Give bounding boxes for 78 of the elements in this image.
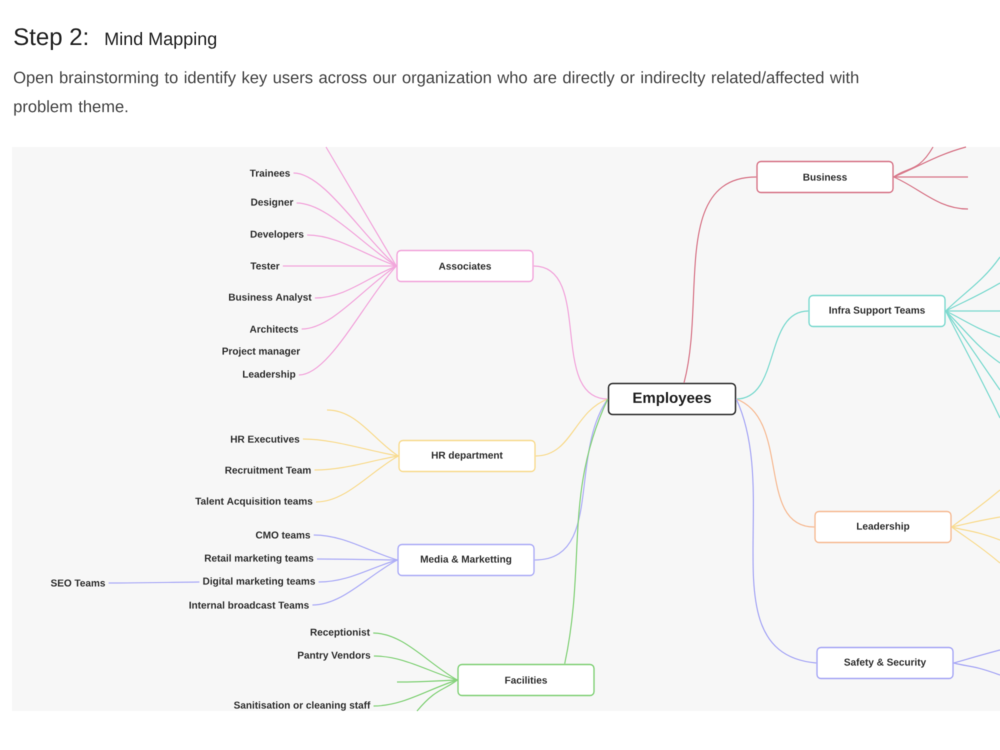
branch-line [374, 679, 458, 707]
leaf-label: Internal broadcast Teams [189, 601, 309, 609]
branch-line [298, 266, 397, 376]
leaf-label: Trainees [250, 169, 290, 177]
leaf-label: Developers [250, 230, 304, 240]
leaf-label: CMO teams [256, 531, 310, 539]
leaf-label: Retail marketing teams [204, 554, 314, 564]
branch-line [326, 409, 399, 456]
branch-line [307, 234, 397, 267]
branch-line [293, 172, 397, 266]
branch-line [945, 256, 1000, 312]
branch-line [893, 146, 966, 178]
branch-line [951, 490, 1000, 528]
topic-box: Business [756, 160, 894, 194]
leaf-label: Leadership [243, 370, 296, 380]
branch-line [951, 526, 1000, 564]
branch-line [314, 455, 398, 471]
leaf-label: Receptionist [310, 628, 370, 638]
branch-line [325, 146, 397, 266]
branch-line [945, 310, 1000, 418]
branch-line [945, 282, 1000, 312]
branch-line [282, 265, 396, 267]
branch-line [302, 266, 397, 330]
topic-box: Safety & Security [816, 646, 954, 680]
topic-box: HR department [398, 440, 536, 472]
leaf-label: Designer [251, 198, 294, 208]
branch-line [683, 176, 756, 383]
branch-line [397, 679, 458, 683]
branch-line [314, 265, 397, 299]
branch-line [736, 398, 814, 528]
branch-line [316, 456, 399, 503]
topic-box: Associates [396, 250, 534, 282]
leaf-label: Digital marketing teams [203, 577, 315, 587]
branch-line [416, 680, 458, 712]
branch-line [536, 398, 608, 457]
leaf-label: Business Analyst [229, 293, 312, 303]
leaf-label: Recruitment Team [225, 466, 311, 474]
branch-line [374, 655, 458, 681]
branch-line [945, 310, 1000, 364]
branch-line [534, 265, 608, 400]
branch-line [894, 176, 968, 178]
leaf-label: Talent Acquisition teams [195, 497, 312, 507]
description-text: Open brainstorming to identify key users across our organization who are directly or indireclty related/affected with problem theme. [14, 71, 858, 116]
leaf-label: Sanitisation or cleaning staff [234, 701, 370, 711]
leaf-label: Architects [250, 325, 298, 333]
branch-line [945, 310, 1000, 390]
branch-line [302, 438, 398, 457]
branch-line [312, 559, 398, 606]
topic-box: Leadership [814, 510, 952, 544]
topic-box: Facilities [457, 664, 595, 696]
subheading: Mind Mapping [106, 32, 216, 49]
heading: Step 2: [14, 28, 88, 50]
leaf-label: Pantry Vendors [298, 651, 370, 661]
branch-line [318, 559, 398, 583]
branch-line [893, 146, 934, 178]
branch-line [534, 398, 608, 561]
branch-line [952, 516, 1000, 528]
central-topic-box: Employees [608, 382, 736, 416]
leaf-label: SEO Teams [50, 579, 106, 587]
leaf-label: HR Executives [230, 435, 300, 443]
branch-line [952, 526, 1000, 541]
branch-line [108, 581, 200, 584]
branch-line [314, 534, 398, 561]
branch-line [945, 310, 1000, 338]
topic-box: Media & Marketting [397, 544, 535, 576]
branch-line [296, 202, 397, 266]
branch-line [736, 310, 808, 400]
branch-line [954, 662, 1000, 676]
topic-box: Infra Support Teams [808, 294, 946, 328]
branch-line [736, 398, 816, 664]
branch-line [946, 310, 1000, 312]
branch-line [316, 558, 398, 561]
branch-line [373, 632, 458, 681]
branch-line [893, 176, 968, 210]
branch-line [954, 649, 1000, 664]
leaf-label: Tester [250, 262, 280, 270]
leaf-label: Project manager [222, 347, 300, 357]
branch-line [564, 398, 608, 664]
